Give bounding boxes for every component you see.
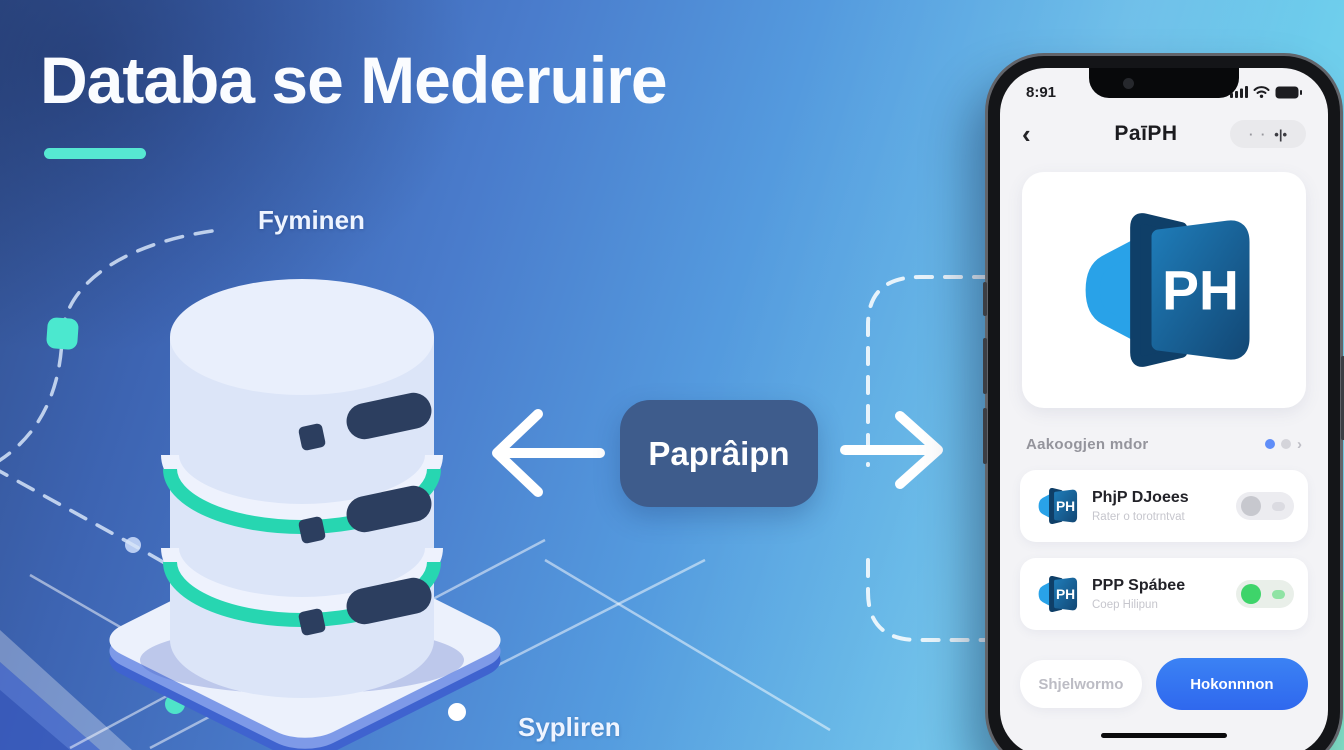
nav-bar: ‹ PaīPH · · •|• (1000, 114, 1328, 154)
dashed-arc (0, 229, 347, 668)
corner-stripe (0, 690, 70, 750)
item-texts: PPP Spábee Coep Hilipun (1092, 577, 1224, 611)
list-item[interactable]: PH PhjP DJoees Rater o torotrntvat (1020, 470, 1308, 542)
list-item[interactable]: PH PPP Spábee Coep Hilipun (1020, 558, 1308, 630)
pagination: › (1265, 437, 1302, 452)
phone-power-button (1341, 356, 1344, 440)
close-capsule-icon[interactable]: •|• (1274, 126, 1288, 142)
status-time: 8:91 (1026, 83, 1057, 101)
dashed-bracket (866, 275, 1002, 642)
status-icons (1230, 86, 1302, 99)
home-indicator[interactable] (1101, 733, 1227, 738)
item-texts: PhjP DJoees Rater o torotrntvat (1092, 489, 1224, 523)
ph-logo-letters: PH (1162, 260, 1239, 322)
phone-notch (1089, 68, 1239, 98)
teal-square-node (46, 317, 79, 350)
action-buttons-row: Shjelwormo Hokonnnon (1020, 658, 1308, 710)
status-bar: 8:91 (1026, 82, 1302, 102)
node-dot-blue (125, 537, 141, 553)
camera-icon (1123, 78, 1134, 89)
toggle-switch[interactable] (1236, 580, 1294, 608)
toggle-switch[interactable] (1236, 492, 1294, 520)
network-lines (29, 538, 831, 750)
arrow-left-icon (492, 409, 605, 497)
back-button[interactable]: ‹ (1022, 119, 1031, 149)
app-logo-card: PH (1022, 172, 1306, 408)
page-dot[interactable] (1281, 439, 1291, 449)
flow-center-label: Paprâipn (648, 434, 790, 472)
label-sypliren: Sypliren (518, 712, 621, 742)
database-illustration (109, 279, 501, 750)
corner-stripe (0, 662, 100, 750)
item-title: PPP Spábee (1092, 577, 1186, 594)
section-header-row: Aakoogjen mdor › (1026, 434, 1302, 454)
phone-volume-up-button (983, 338, 987, 394)
toggle-nub (1272, 502, 1285, 511)
phone-mute-switch (983, 282, 987, 316)
ph-logo: PH (1085, 213, 1250, 367)
server-slots (298, 392, 432, 636)
item-title: PhjP DJoees (1092, 489, 1189, 506)
phone-mockup: 8:91 ‹ (983, 56, 1344, 750)
secondary-button[interactable]: Shjelwormo (1020, 660, 1142, 708)
ph-logo-letters: PH (1056, 499, 1075, 514)
section-title: Aakoogjen mdor (1026, 435, 1149, 453)
title-underline (44, 148, 146, 159)
arrow-right-icon (840, 411, 943, 489)
node-dot-white (448, 703, 466, 721)
toggle-knob (1241, 584, 1261, 604)
item-subtitle: Coep Hilipun (1092, 599, 1158, 611)
ph-logo-letters: PH (1056, 587, 1075, 602)
mini-app-menu[interactable]: · · •|• (1230, 120, 1306, 148)
page-title: Databa se Mederuire (40, 43, 668, 117)
item-subtitle: Rater o torotrntvat (1092, 511, 1185, 523)
signal-icon (1230, 86, 1248, 98)
wifi-icon (1253, 86, 1270, 98)
toggle-nub (1272, 590, 1285, 599)
battery-icon (1275, 86, 1302, 98)
corner-stripe (0, 630, 132, 750)
more-options-icon[interactable]: · · (1248, 126, 1268, 142)
database-cylinder (161, 279, 443, 698)
primary-button[interactable]: Hokonnnon (1155, 658, 1308, 710)
toggle-knob (1241, 496, 1261, 516)
phone-volume-down-button (983, 408, 987, 464)
platform (109, 542, 501, 750)
node-dot-teal (165, 694, 185, 714)
page-dot-active[interactable] (1265, 439, 1275, 449)
phone-screen: 8:91 ‹ (1000, 68, 1328, 750)
ph-logo-small: PH (1038, 487, 1078, 525)
app-title: PaīPH (1114, 122, 1178, 145)
ph-logo-small: PH (1038, 575, 1078, 613)
chevron-right-icon[interactable]: › (1297, 435, 1302, 453)
label-fyminen: Fyminen (258, 205, 365, 235)
flow-center-box: Paprâipn (620, 400, 818, 507)
